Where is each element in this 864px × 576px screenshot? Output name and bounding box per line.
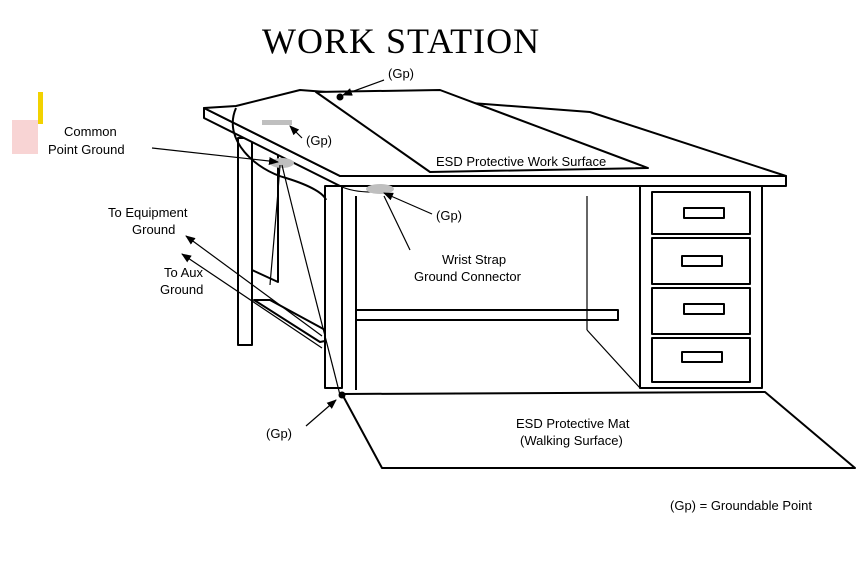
knee-space-floor — [586, 329, 641, 389]
label-common-point-1: Common — [64, 124, 117, 139]
common-point-plate — [262, 120, 292, 125]
gp-dot-bottom — [338, 391, 346, 399]
slide-accent-square — [12, 120, 38, 154]
leader-gp-mid — [289, 125, 303, 139]
drawer-4-handle — [681, 351, 723, 363]
arrow-aux-ground — [181, 253, 323, 349]
label-wrist-strap-1: Wrist Strap — [442, 252, 506, 267]
drawer-2-handle — [681, 255, 723, 267]
label-gp-top: (Gp) — [388, 66, 414, 81]
label-aux-ground-1: To Aux — [164, 265, 204, 280]
leader-gp-top — [342, 79, 385, 96]
desk-footrail — [355, 309, 619, 321]
page-title: WORK STATION — [262, 21, 541, 61]
desk-leg-left-back — [237, 137, 253, 346]
slide-accent-bar — [38, 92, 43, 124]
drawer-3-handle — [683, 303, 725, 315]
label-equipment-ground-1: To Equipment — [108, 205, 188, 220]
label-mat-1: ESD Protective Mat — [516, 416, 630, 431]
drawer-1-handle — [683, 207, 725, 219]
desk-leg-left-front — [324, 185, 343, 389]
legend-groundable-point: (Gp) = Groundable Point — [670, 498, 812, 513]
leader-gp-right — [383, 192, 433, 215]
label-wrist-strap-2: Ground Connector — [414, 269, 522, 284]
label-gp-bottom: (Gp) — [266, 426, 292, 441]
leader-gp-bottom — [305, 399, 337, 427]
arrow-equipment-ground — [185, 235, 323, 337]
aux-cord — [269, 164, 281, 286]
mat-ground-cord — [281, 164, 341, 396]
wrist-strap-connector — [366, 184, 394, 194]
desk-apron-curve — [231, 107, 327, 201]
leader-wrist-strap — [383, 195, 411, 251]
esd-work-surface — [315, 89, 649, 173]
label-work-surface: ESD Protective Work Surface — [436, 154, 606, 169]
gp-dot-top — [336, 93, 344, 101]
label-gp-mid: (Gp) — [306, 133, 332, 148]
label-equipment-ground-2: Ground — [132, 222, 175, 237]
label-gp-right: (Gp) — [436, 208, 462, 223]
leader-common-point — [151, 147, 279, 165]
label-common-point-2: Point Ground — [48, 142, 125, 157]
label-mat-2: (Walking Surface) — [520, 433, 623, 448]
label-aux-ground-2: Ground — [160, 282, 203, 297]
esd-mat — [341, 391, 856, 469]
